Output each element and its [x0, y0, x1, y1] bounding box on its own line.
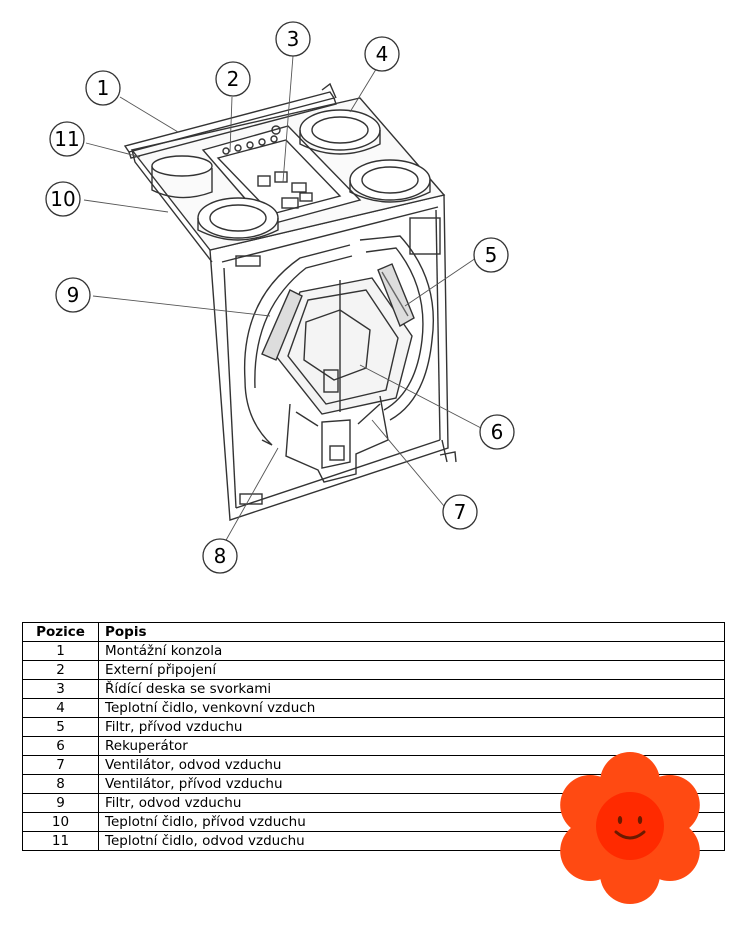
position-cell: 11 — [22, 831, 99, 851]
spigot-front-left — [197, 197, 279, 241]
position-cell: 2 — [22, 660, 99, 680]
svg-text:5: 5 — [485, 243, 498, 267]
callout-8: 8 — [202, 538, 238, 574]
front-panel-channels — [235, 217, 441, 505]
description-cell: Teplotní čidlo, venkovní vzduch — [98, 698, 725, 718]
flower-smile — [614, 830, 646, 840]
flower-right-eye — [637, 816, 643, 824]
heat-exchanger — [275, 277, 413, 415]
smiling-flower-icon — [560, 752, 700, 904]
leader-lines — [83, 55, 482, 543]
callout-4: 4 — [364, 36, 400, 72]
svg-text:1: 1 — [97, 76, 110, 100]
control-compartment — [201, 125, 362, 226]
svg-text:3: 3 — [287, 27, 300, 51]
position-cell: 5 — [22, 717, 99, 737]
callout-2: 2 — [215, 61, 251, 97]
callout-1: 1 — [85, 70, 121, 106]
unit-diagram: 1 2 3 4 5 6 7 8 — [45, 21, 515, 574]
position-cell: 9 — [22, 793, 99, 813]
fan-module — [285, 395, 389, 483]
svg-text:7: 7 — [454, 500, 467, 524]
header-position: Pozice — [22, 622, 99, 642]
svg-text:9: 9 — [67, 283, 80, 307]
table-header-row: Pozice Popis — [22, 622, 725, 642]
position-cell: 4 — [22, 698, 99, 718]
svg-text:6: 6 — [491, 420, 504, 444]
description-cell: Externí připojení — [98, 660, 725, 680]
svg-text:8: 8 — [214, 544, 227, 568]
description-cell: Rekuperátor — [98, 736, 725, 756]
svg-text:2: 2 — [227, 67, 240, 91]
callout-3: 3 — [275, 21, 311, 57]
flower-left-eye — [617, 816, 623, 824]
callout-5: 5 — [473, 237, 509, 273]
svg-text:10: 10 — [50, 187, 75, 211]
spigot-top-right — [299, 109, 381, 155]
mounting-bracket — [123, 82, 337, 159]
callout-9: 9 — [55, 277, 91, 313]
description-cell: Montážní konzola — [98, 641, 725, 661]
position-cell: 10 — [22, 812, 99, 832]
filter-left — [261, 289, 303, 361]
svg-text:4: 4 — [376, 42, 389, 66]
callout-7: 7 — [442, 494, 478, 530]
position-cell: 1 — [22, 641, 99, 661]
flower-center — [596, 792, 664, 860]
header-description: Popis — [98, 622, 725, 642]
position-cell: 3 — [22, 679, 99, 699]
callouts: 1 2 3 4 5 6 7 8 — [45, 21, 515, 574]
position-cell: 6 — [22, 736, 99, 756]
position-cell: 8 — [22, 774, 99, 794]
spigot-middle-right — [349, 159, 431, 203]
position-cell: 7 — [22, 755, 99, 775]
spigot-top-left — [151, 155, 213, 199]
callout-10: 10 — [45, 181, 81, 217]
filter-right — [377, 263, 415, 328]
callout-6: 6 — [479, 414, 515, 450]
description-cell: Řídící deska se svorkami — [98, 679, 725, 699]
description-cell: Filtr, přívod vzduchu — [98, 717, 725, 737]
callout-11: 11 — [49, 121, 85, 157]
svg-text:11: 11 — [54, 127, 79, 151]
